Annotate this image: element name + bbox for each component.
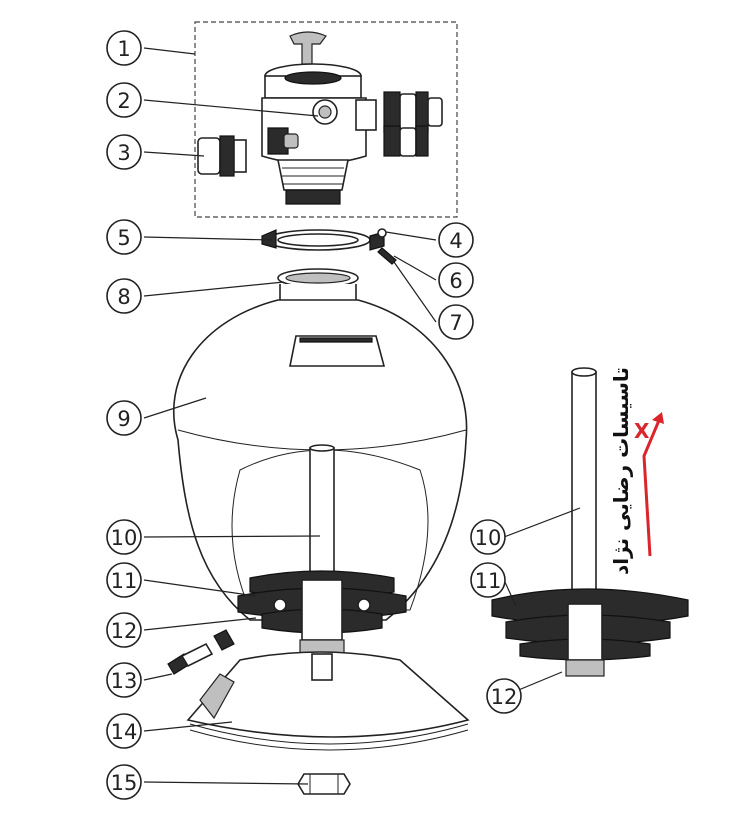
callout-label: 7: [449, 311, 462, 335]
callout-2: 2: [106, 82, 142, 118]
callout-9: 9: [106, 400, 142, 436]
drain-parts: [167, 629, 235, 675]
annotation-text: تاسیسات رضایی نژاد: [609, 367, 633, 575]
callout-circle: [106, 400, 142, 436]
callout-circle: [106, 278, 142, 314]
callout-label: 14: [111, 720, 138, 744]
callout-label: 1: [117, 37, 130, 61]
callout-label: 5: [117, 226, 130, 250]
callout-label: 10: [475, 526, 502, 550]
callout-circle: [106, 764, 142, 800]
callout-circle: [438, 304, 474, 340]
callout-14: 14: [106, 713, 142, 749]
callout-circle: [486, 678, 522, 714]
callout-4: 4: [438, 222, 474, 258]
callout-circle: [438, 222, 474, 258]
annotation-arrowhead: [652, 412, 664, 424]
leader-lines: [143, 47, 581, 785]
callout-16: 10: [470, 519, 506, 555]
laterals-detail: [491, 367, 689, 677]
callout-label: 10: [111, 526, 138, 550]
callout-label: 6: [449, 269, 462, 293]
center-pipe: [309, 444, 335, 579]
callout-label: 15: [111, 771, 138, 795]
callout-label: 11: [475, 569, 502, 593]
callout-label: 12: [491, 685, 518, 709]
callout-11: 11: [106, 562, 142, 598]
annotation-mark: X: [634, 419, 650, 443]
callout-13: 13: [106, 662, 142, 698]
callout-circle: [106, 562, 142, 598]
callout-circle: [106, 30, 142, 66]
clamp-assembly: [261, 228, 397, 265]
callout-circle: [106, 519, 142, 555]
callout-label: 4: [449, 229, 462, 253]
callout-12: 12: [106, 612, 142, 648]
callout-circle: [106, 82, 142, 118]
callout-10: 10: [106, 519, 142, 555]
multiport-valve-assembly: [194, 21, 458, 218]
callout-circle: [106, 134, 142, 170]
callout-circle: [470, 562, 506, 598]
callout-17: 11: [470, 562, 506, 598]
tank-base: [186, 651, 470, 751]
callout-label: 8: [117, 285, 130, 309]
callout-label: 2: [117, 89, 130, 113]
callout-label: 13: [111, 669, 138, 693]
callout-circle: [106, 713, 142, 749]
callout-circle: [106, 662, 142, 698]
annotation-arrow: [642, 417, 662, 557]
laterals-in-tank: [237, 570, 407, 655]
callout-label: 12: [111, 619, 138, 643]
callout-18: 12: [486, 678, 522, 714]
callout-15: 15: [106, 764, 142, 800]
callout-7: 7: [438, 304, 474, 340]
annotation: X تاسیسات رضایی نژاد: [609, 367, 664, 575]
callout-circle: [470, 519, 506, 555]
callout-circle: [106, 612, 142, 648]
callout-6: 6: [438, 262, 474, 298]
callout-5: 5: [106, 219, 142, 255]
callout-circle: [106, 219, 142, 255]
callout-1: 1: [106, 30, 142, 66]
callout-label: 11: [111, 569, 138, 593]
callout-label: 9: [117, 407, 130, 431]
callout-8: 8: [106, 278, 142, 314]
callout-circle: [438, 262, 474, 298]
callout-3: 3: [106, 134, 142, 170]
callout-label: 3: [117, 141, 130, 165]
